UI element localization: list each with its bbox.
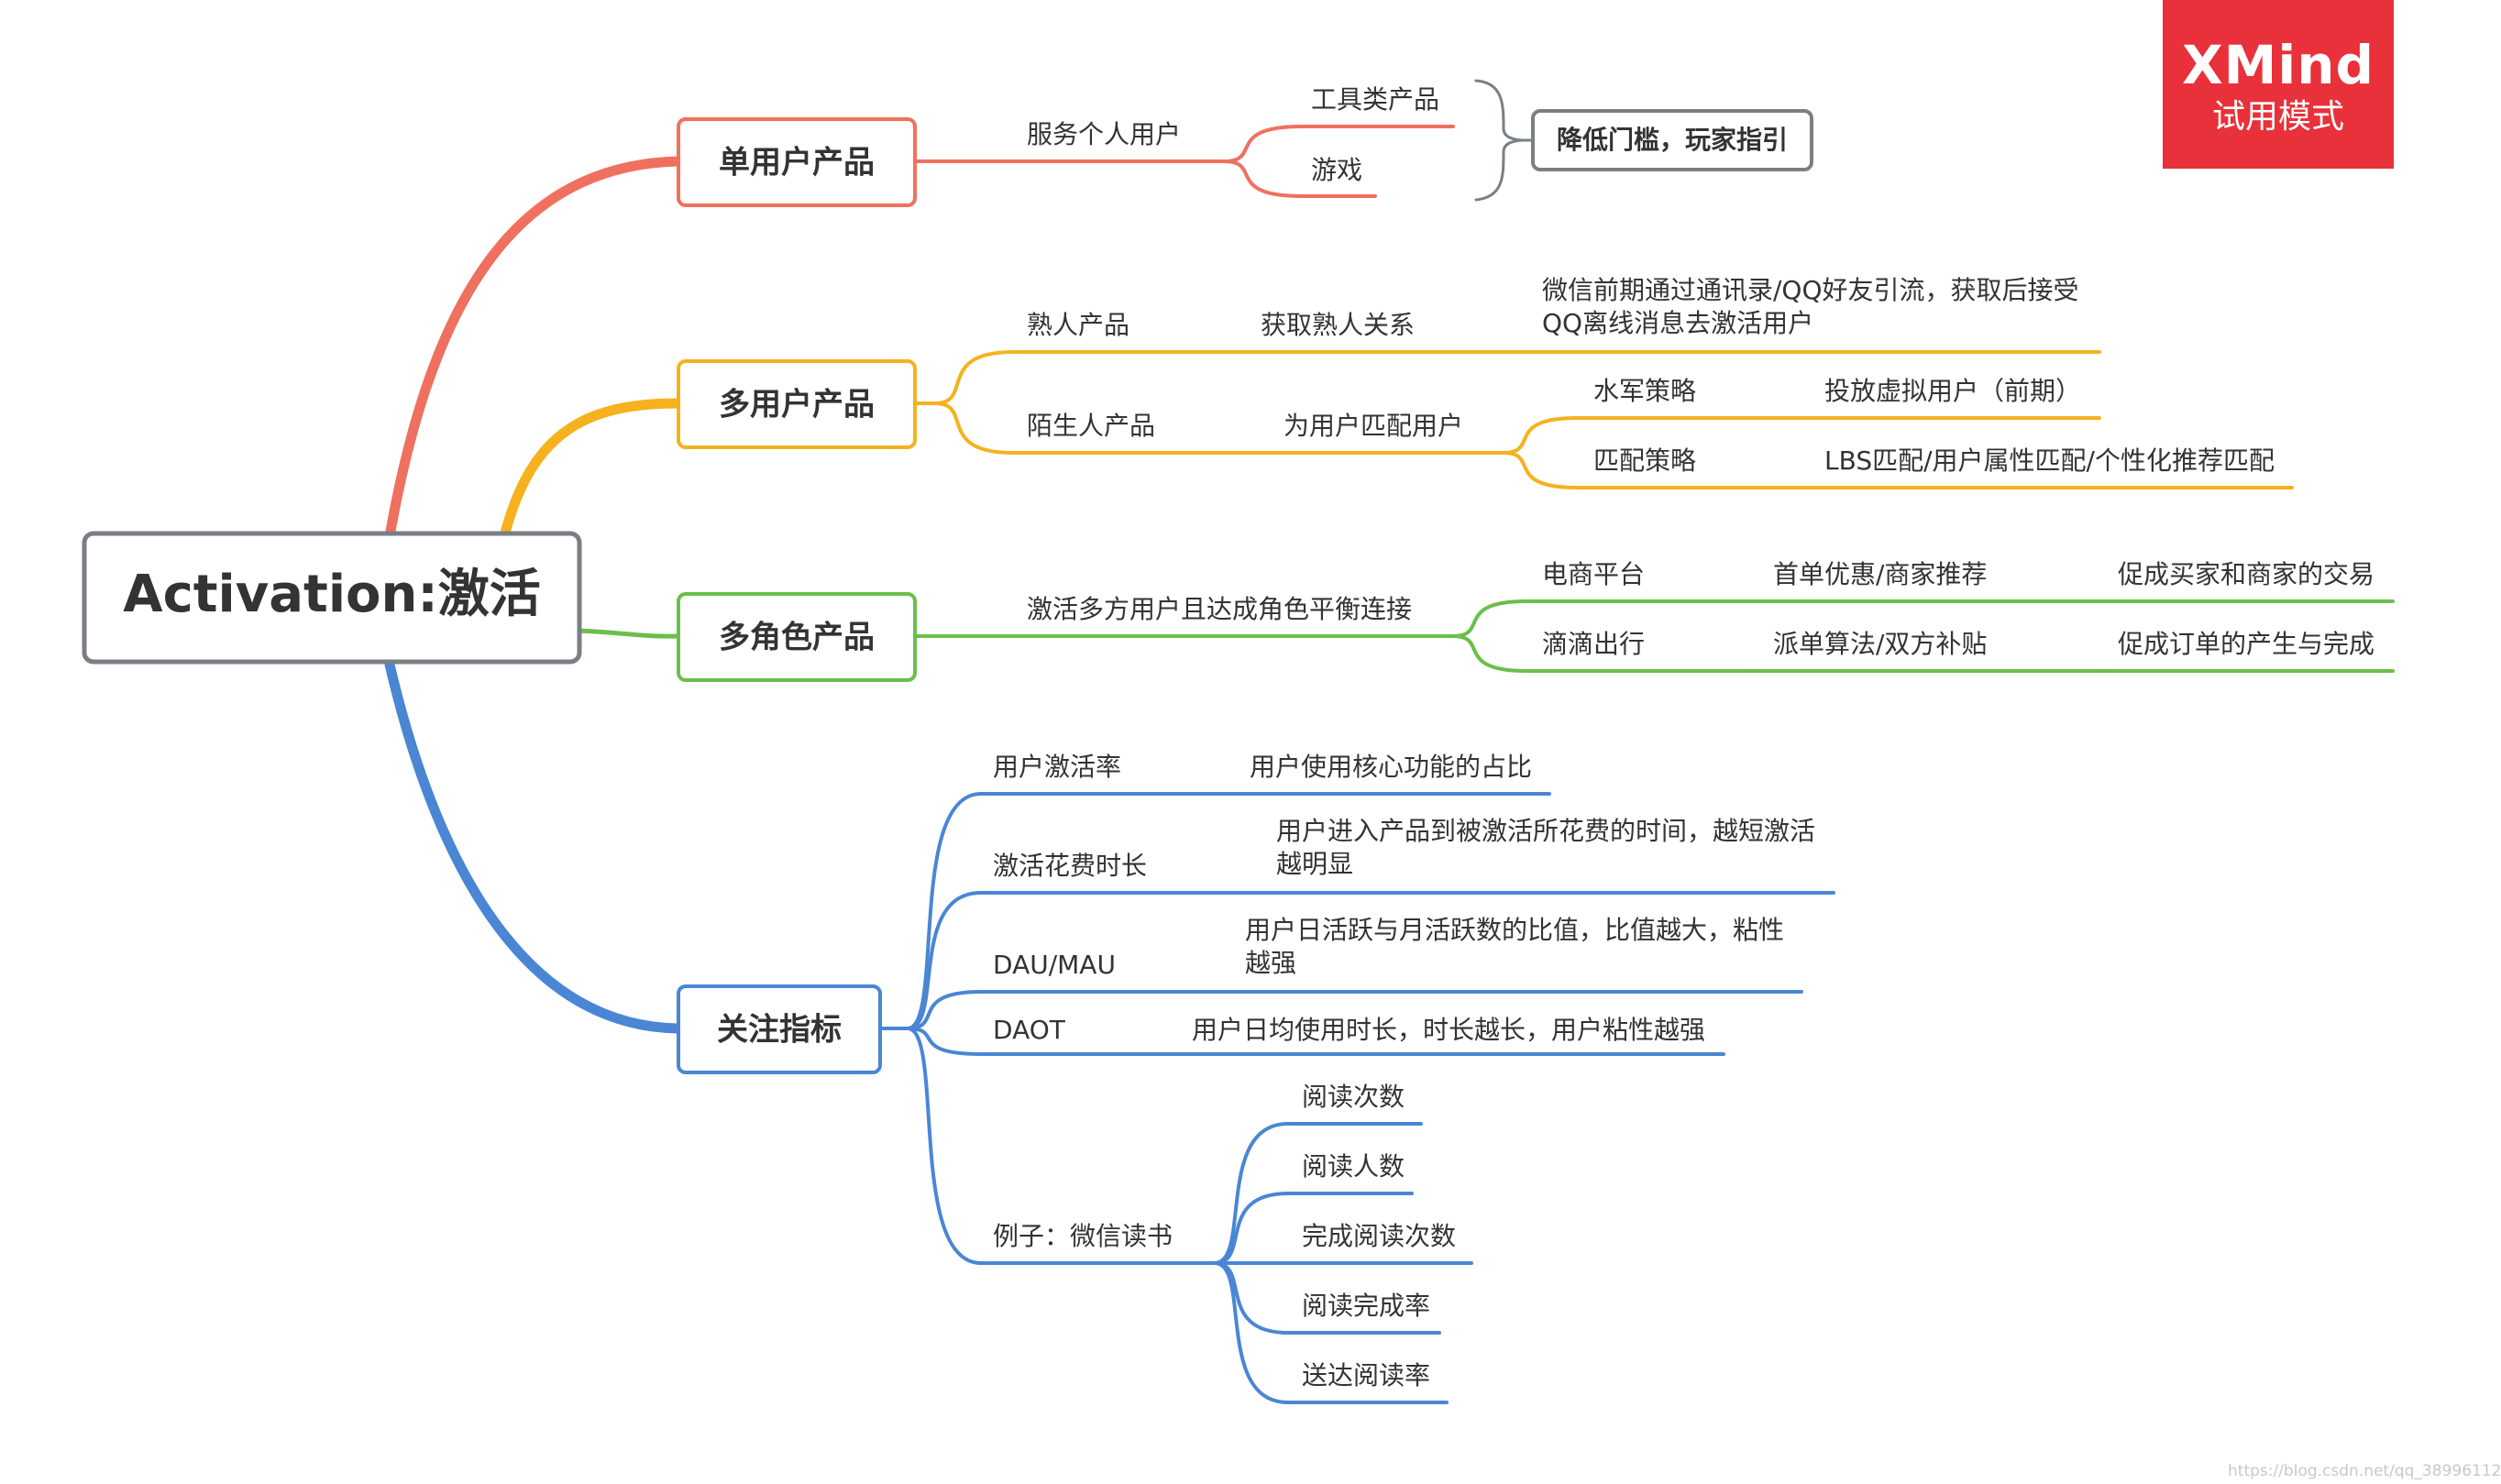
water-army-strategy-label: 水军策略 — [1593, 376, 1696, 406]
root-topic — [82, 531, 582, 665]
daily-usage-duration-label: 用户日均使用时长，时长越长，用户粘性越强 — [1192, 1015, 1705, 1045]
multi-fork-1 — [933, 401, 1015, 455]
place-virtual-users-label: 投放虚拟用户（前期） — [1824, 376, 2081, 406]
lbs-matching-label: LBS匹配/用户属性匹配/个性化推荐匹配 — [1824, 445, 2275, 476]
read-count-label: 阅读次数 — [1302, 1082, 1405, 1112]
dau-mau-label: DAU/MAU — [993, 950, 1116, 980]
promote-order-completion-label: 促成订单的产生与完成 — [2118, 629, 2374, 659]
source-watermark: https://blog.csdn.net/qq_38996112 — [2228, 1462, 2501, 1480]
dau-mau-ratio-line1: 用户日活跃与月活跃数的比值，比值越大，粘性 — [1245, 915, 1784, 945]
match-users-fork-1 — [1502, 451, 1579, 489]
metrics-fork-0 — [906, 792, 983, 1030]
dau-mau-ratio-line2: 越强 — [1245, 948, 1296, 978]
daot-label: DAOT — [993, 1015, 1066, 1045]
first-order-discount-label: 首单优惠/商家推荐 — [1773, 559, 1987, 589]
activation-time-cost-label: 激活花费时长 — [993, 851, 1147, 881]
metrics-topic-label: 关注指标 — [717, 1012, 842, 1049]
wechat-reading-fork-4 — [1213, 1261, 1290, 1404]
role-fork-1 — [1451, 634, 1528, 673]
root-to-metrics-connector — [384, 659, 684, 1034]
time-to-activate-line1: 用户进入产品到被激活所花费的时间，越短激活 — [1276, 816, 1815, 846]
summary-topic-label: 降低门槛，玩家指引 — [1557, 125, 1788, 155]
core-feature-ratio-label: 用户使用核心功能的占比 — [1250, 752, 1532, 782]
serve-personal-fork-0 — [1222, 125, 1304, 163]
root-to-role-connector — [575, 628, 681, 639]
serve-personal-user-label: 服务个人用户 — [1027, 119, 1181, 149]
stranger-product-label: 陌生人产品 — [1027, 411, 1155, 441]
match-users-fork-0 — [1502, 416, 1579, 455]
root-to-multi-connector — [499, 398, 684, 542]
dispatch-algorithm-label: 派单算法/双方补贴 — [1773, 629, 1987, 659]
summary-topic — [1531, 109, 1813, 171]
activate-multi-party-label: 激活多方用户且达成角色平衡连接 — [1027, 594, 1412, 624]
read-completion-rate-label: 阅读完成率 — [1302, 1291, 1430, 1321]
delivery-read-rate-label: 送达阅读率 — [1302, 1360, 1430, 1391]
reader-count-label: 阅读人数 — [1302, 1151, 1405, 1182]
multi-fork-0 — [933, 350, 1015, 405]
serve-personal-fork-1 — [1222, 159, 1304, 198]
time-to-activate-line2: 越明显 — [1276, 849, 1353, 879]
trial-mode-label: 试用模式 — [2212, 98, 2345, 136]
multi-role-topic-label: 多角色产品 — [719, 620, 875, 656]
single-product-topic-label: 单用户产品 — [719, 145, 875, 181]
tool-product-label: 工具类产品 — [1311, 84, 1439, 115]
ecommerce-platform-label: 电商平台 — [1542, 559, 1645, 589]
single-product-topic — [677, 117, 917, 207]
completed-read-count-label: 完成阅读次数 — [1302, 1221, 1456, 1251]
metrics-fork-1 — [906, 891, 983, 1030]
xmind-trial-badge: XMind 试用模式 — [2163, 0, 2394, 169]
root-to-single-connector — [384, 156, 684, 542]
root-topic-label: Activation:激活 — [123, 565, 541, 624]
metrics-fork-2 — [906, 990, 983, 1030]
match-users-label: 为用户匹配用户 — [1284, 411, 1463, 441]
promote-buyer-seller-deal-label: 促成买家和商家的交易 — [2118, 559, 2374, 589]
metrics-fork-3 — [906, 1027, 983, 1056]
wechat-reading-fork-1 — [1213, 1192, 1290, 1265]
wechat-early-stage-line2: QQ离线消息去激活用户 — [1542, 308, 1813, 338]
didi-chuxing-label: 滴滴出行 — [1542, 629, 1645, 659]
acquaintance-product-label: 熟人产品 — [1027, 310, 1129, 340]
wechat-reading-example-label: 例子：微信读书 — [993, 1221, 1173, 1251]
user-activation-rate-label: 用户激活率 — [993, 752, 1121, 782]
role-fork-0 — [1451, 599, 1528, 638]
summary-bracket — [1474, 79, 1523, 202]
metrics-fork-4 — [906, 1027, 983, 1265]
multi-user-topic-label: 多用户产品 — [719, 387, 875, 423]
xmind-logo: XMind — [2181, 34, 2375, 96]
matching-strategy-label: 匹配策略 — [1593, 445, 1696, 476]
wechat-reading-fork-0 — [1213, 1122, 1290, 1265]
wechat-early-stage-line1: 微信前期通过通讯录/QQ好友引流，获取后接受 — [1542, 275, 2079, 305]
wechat-reading-fork-3 — [1213, 1261, 1290, 1335]
game-label: 游戏 — [1311, 155, 1362, 185]
get-acquaintance-relation-label: 获取熟人关系 — [1261, 310, 1415, 340]
